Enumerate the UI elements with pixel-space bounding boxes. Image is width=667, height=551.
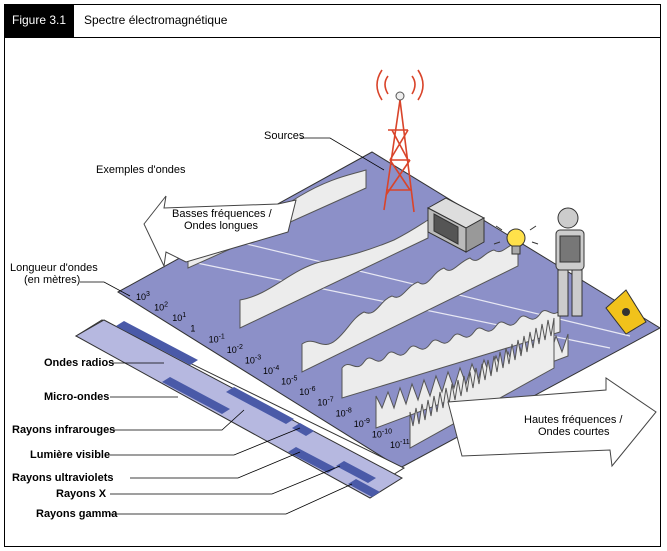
wavelength-tick-label: 10-4 [263,365,279,376]
figure-frame [4,4,661,547]
wavelength-tick-label: 103 [136,291,150,302]
sources-label: Sources [264,130,305,142]
high-freq-label-line1: Hautes fréquences / [524,414,623,426]
wavelength-tick-label: 10-9 [354,418,370,429]
wavelength-tick-label: 102 [154,302,168,313]
band-label-radio: Ondes radios [44,357,115,369]
wave-panel-ultra-short [409,317,555,449]
wavelength-tick-label: 10-1 [209,333,225,344]
examples-label: Exemples d'ondes [96,164,186,176]
leader-lines [80,137,385,515]
band-bar-uv [288,447,336,473]
band-label-visible: Lumière visible [30,449,111,461]
band-label-gamma: Rayons gamma [36,508,118,520]
wavelength-tick-label: 1 [190,324,195,334]
band-bar-radio [116,321,198,365]
figure-title: Spectre électromagnétique [84,13,228,27]
radiation-sign-icon [605,289,647,335]
arrow-high-frequency [447,377,657,468]
high-freq-label-line2: Ondes courtes [538,426,610,438]
figure-number: Figure 3.1 [4,4,74,37]
wave-panel-medium [301,241,519,373]
microwave-oven-icon [426,197,486,253]
band-bar-visible [292,423,314,436]
wavelength-label-line1: Longueur d'ondes [10,262,98,274]
band-strip [74,319,404,499]
radio-tower-icon [376,69,424,213]
low-freq-label-line1: Basses fréquences / [172,208,272,220]
light-bulb-icon [493,225,539,255]
band-bar-infrared [226,387,294,424]
wave-panel-short [341,308,561,399]
wavelength-tick-label: 10-8 [336,407,352,418]
band-bar-microwave [162,377,230,414]
band-bar-gamma [348,479,380,497]
band-label-uv: Rayons ultraviolets [12,472,114,484]
band-label-infrared: Rayons infrarouges [12,424,116,436]
wavelength-tick-label: 10-10 [372,428,392,439]
wavelength-label-line2: (en mètres) [24,274,81,286]
low-freq-label-line2: Ondes longues [184,220,258,232]
wavelength-tick-label: 10-5 [281,376,297,387]
band-label-microwave: Micro-ondes [44,391,110,403]
wavelength-tick-label: 10-2 [227,344,243,355]
band-bar-xray [336,461,376,483]
band-label-xray: Rayons X [56,488,107,500]
wave-panel-long-2 [239,219,429,329]
wavelength-tick-label: 101 [172,312,186,323]
tower-top-icon [395,91,405,101]
band-bars [116,321,380,497]
wavelength-tick-label: 10-6 [299,386,315,397]
arrow-low-frequency [143,195,297,268]
wavelength-tick-label: 10-3 [245,354,261,365]
figure-header: Figure 3.1 Spectre électromagnétique [4,4,661,38]
wavelength-tick-label: 10-11 [390,439,410,450]
wavelength-tick-label: 10-7 [317,397,333,408]
xray-person-icon [555,207,585,317]
